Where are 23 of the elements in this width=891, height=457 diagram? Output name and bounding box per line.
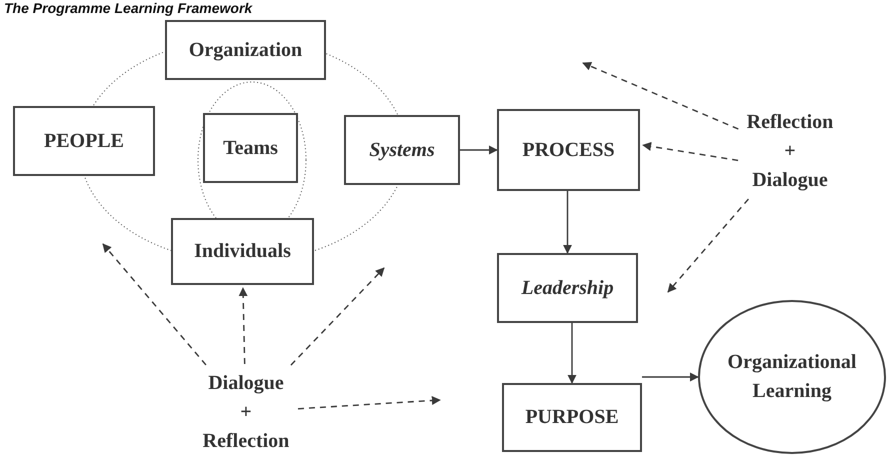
dashed-arrow (667, 198, 749, 293)
dashed-arrow (642, 142, 738, 162)
dashed-arrow (290, 267, 385, 366)
concept-box: Individuals (171, 218, 314, 285)
dashed-arrow (238, 287, 248, 364)
outcome-ellipse: Organizational Learning (698, 300, 886, 454)
arrow (568, 323, 576, 384)
arrow (563, 191, 572, 254)
dashed-arrow (582, 62, 739, 130)
title: The Programme Learning Framework (4, 0, 252, 16)
arrow (642, 372, 699, 382)
annotation-text: Reflection + Dialogue (742, 106, 838, 196)
concept-box: Systems (344, 115, 460, 185)
concept-box: Teams (203, 113, 298, 183)
dashed-arrow (102, 243, 206, 366)
annotation-text: Dialogue + Reflection (198, 368, 294, 456)
dashed-arrow (298, 396, 441, 410)
process-box: PURPOSE (502, 383, 642, 452)
process-box: Leadership (497, 253, 638, 323)
process-box: PROCESS (497, 109, 640, 191)
arrow (460, 146, 498, 154)
concept-box: Organization (165, 20, 326, 80)
concept-box: PEOPLE (13, 106, 155, 176)
